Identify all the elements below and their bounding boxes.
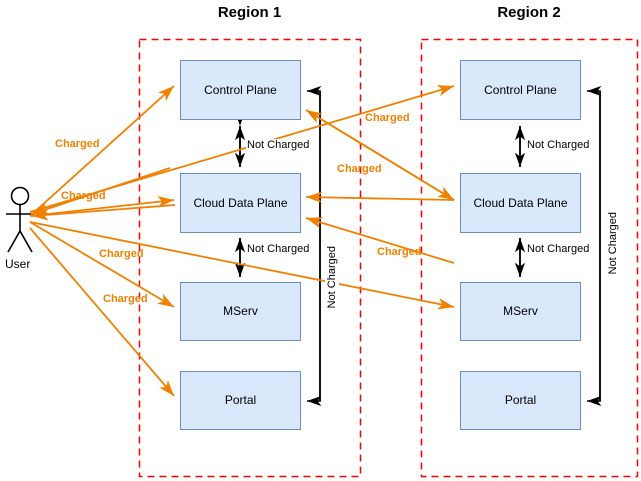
edge-label-r2-cdp-ms: Not Charged <box>526 243 591 255</box>
region-2-boundary <box>420 38 639 478</box>
edge-label-r1-cdp-ms: Not Charged <box>246 243 311 255</box>
node-label: Portal <box>504 393 537 408</box>
edge-cross-to-r1-cloud-data-plane-b <box>305 217 455 264</box>
edge-cross-to-r1-cloud-data-plane-a <box>305 191 455 204</box>
edge-label-charged-user-r1-control: Charged <box>55 138 100 150</box>
edge-cross-to-r2-cloud-data-plane <box>305 109 455 201</box>
node-r1-mserv[interactable]: MServ <box>180 282 301 341</box>
edge-label-charged-user-r2-control: Charged <box>365 112 410 124</box>
edge-user-to-r1-cloud-data-plane <box>29 196 175 217</box>
node-label: Cloud Data Plane <box>473 195 568 210</box>
node-r1-cloud-data-plane[interactable]: Cloud Data Plane <box>180 173 301 233</box>
node-r1-control-plane[interactable]: Control Plane <box>180 60 301 120</box>
node-r1-portal[interactable]: Portal <box>180 371 301 430</box>
edge-label-charged-user-r1-mserv: Charged <box>99 248 144 260</box>
edge-return-to-user-b <box>31 204 176 221</box>
edge-label-charged-r1-data-back: Charged <box>337 163 382 175</box>
edge-user-to-r1-control-plane <box>29 85 175 217</box>
r2-control-to-portal-edge <box>587 91 602 407</box>
region-1-title: Region 1 <box>217 4 282 21</box>
node-r2-mserv[interactable]: MServ <box>460 282 581 341</box>
edge-return-to-user-a <box>31 167 171 215</box>
region-1-boundary <box>138 38 362 478</box>
stick-figure-actor-icon <box>6 186 34 253</box>
node-label: Control Plane <box>204 82 277 97</box>
edge-label-charged-user-r1-data: Charged <box>61 190 106 202</box>
node-label: MServ <box>223 304 258 319</box>
edge-user-to-r2-mserv <box>29 221 455 310</box>
node-r2-cloud-data-plane[interactable]: Cloud Data Plane <box>460 173 581 233</box>
edge-label-r1-side: Not Charged <box>325 246 339 309</box>
node-r2-control-plane[interactable]: Control Plane <box>460 60 581 120</box>
edge-label-r2-cp-cdp: Not Charged <box>526 139 591 151</box>
node-label: Cloud Data Plane <box>193 195 288 210</box>
edge-label-charged-user-r2-mserv: Charged <box>377 246 422 258</box>
node-label: MServ <box>503 304 538 319</box>
edge-label-charged-user-r1-portal: Charged <box>103 293 148 305</box>
edge-user-to-r1-mserv <box>29 221 175 308</box>
region-2-title: Region 2 <box>497 4 561 21</box>
actor-label-user: User <box>5 257 31 271</box>
node-r2-portal[interactable]: Portal <box>460 371 581 430</box>
edge-user-to-r1-portal <box>29 227 175 397</box>
edge-label-r1-cp-cdp: Not Charged <box>246 139 311 151</box>
node-label: Control Plane <box>484 82 557 97</box>
edge-label-r2-side: Not Charged <box>606 212 620 275</box>
node-label: Portal <box>224 393 257 408</box>
